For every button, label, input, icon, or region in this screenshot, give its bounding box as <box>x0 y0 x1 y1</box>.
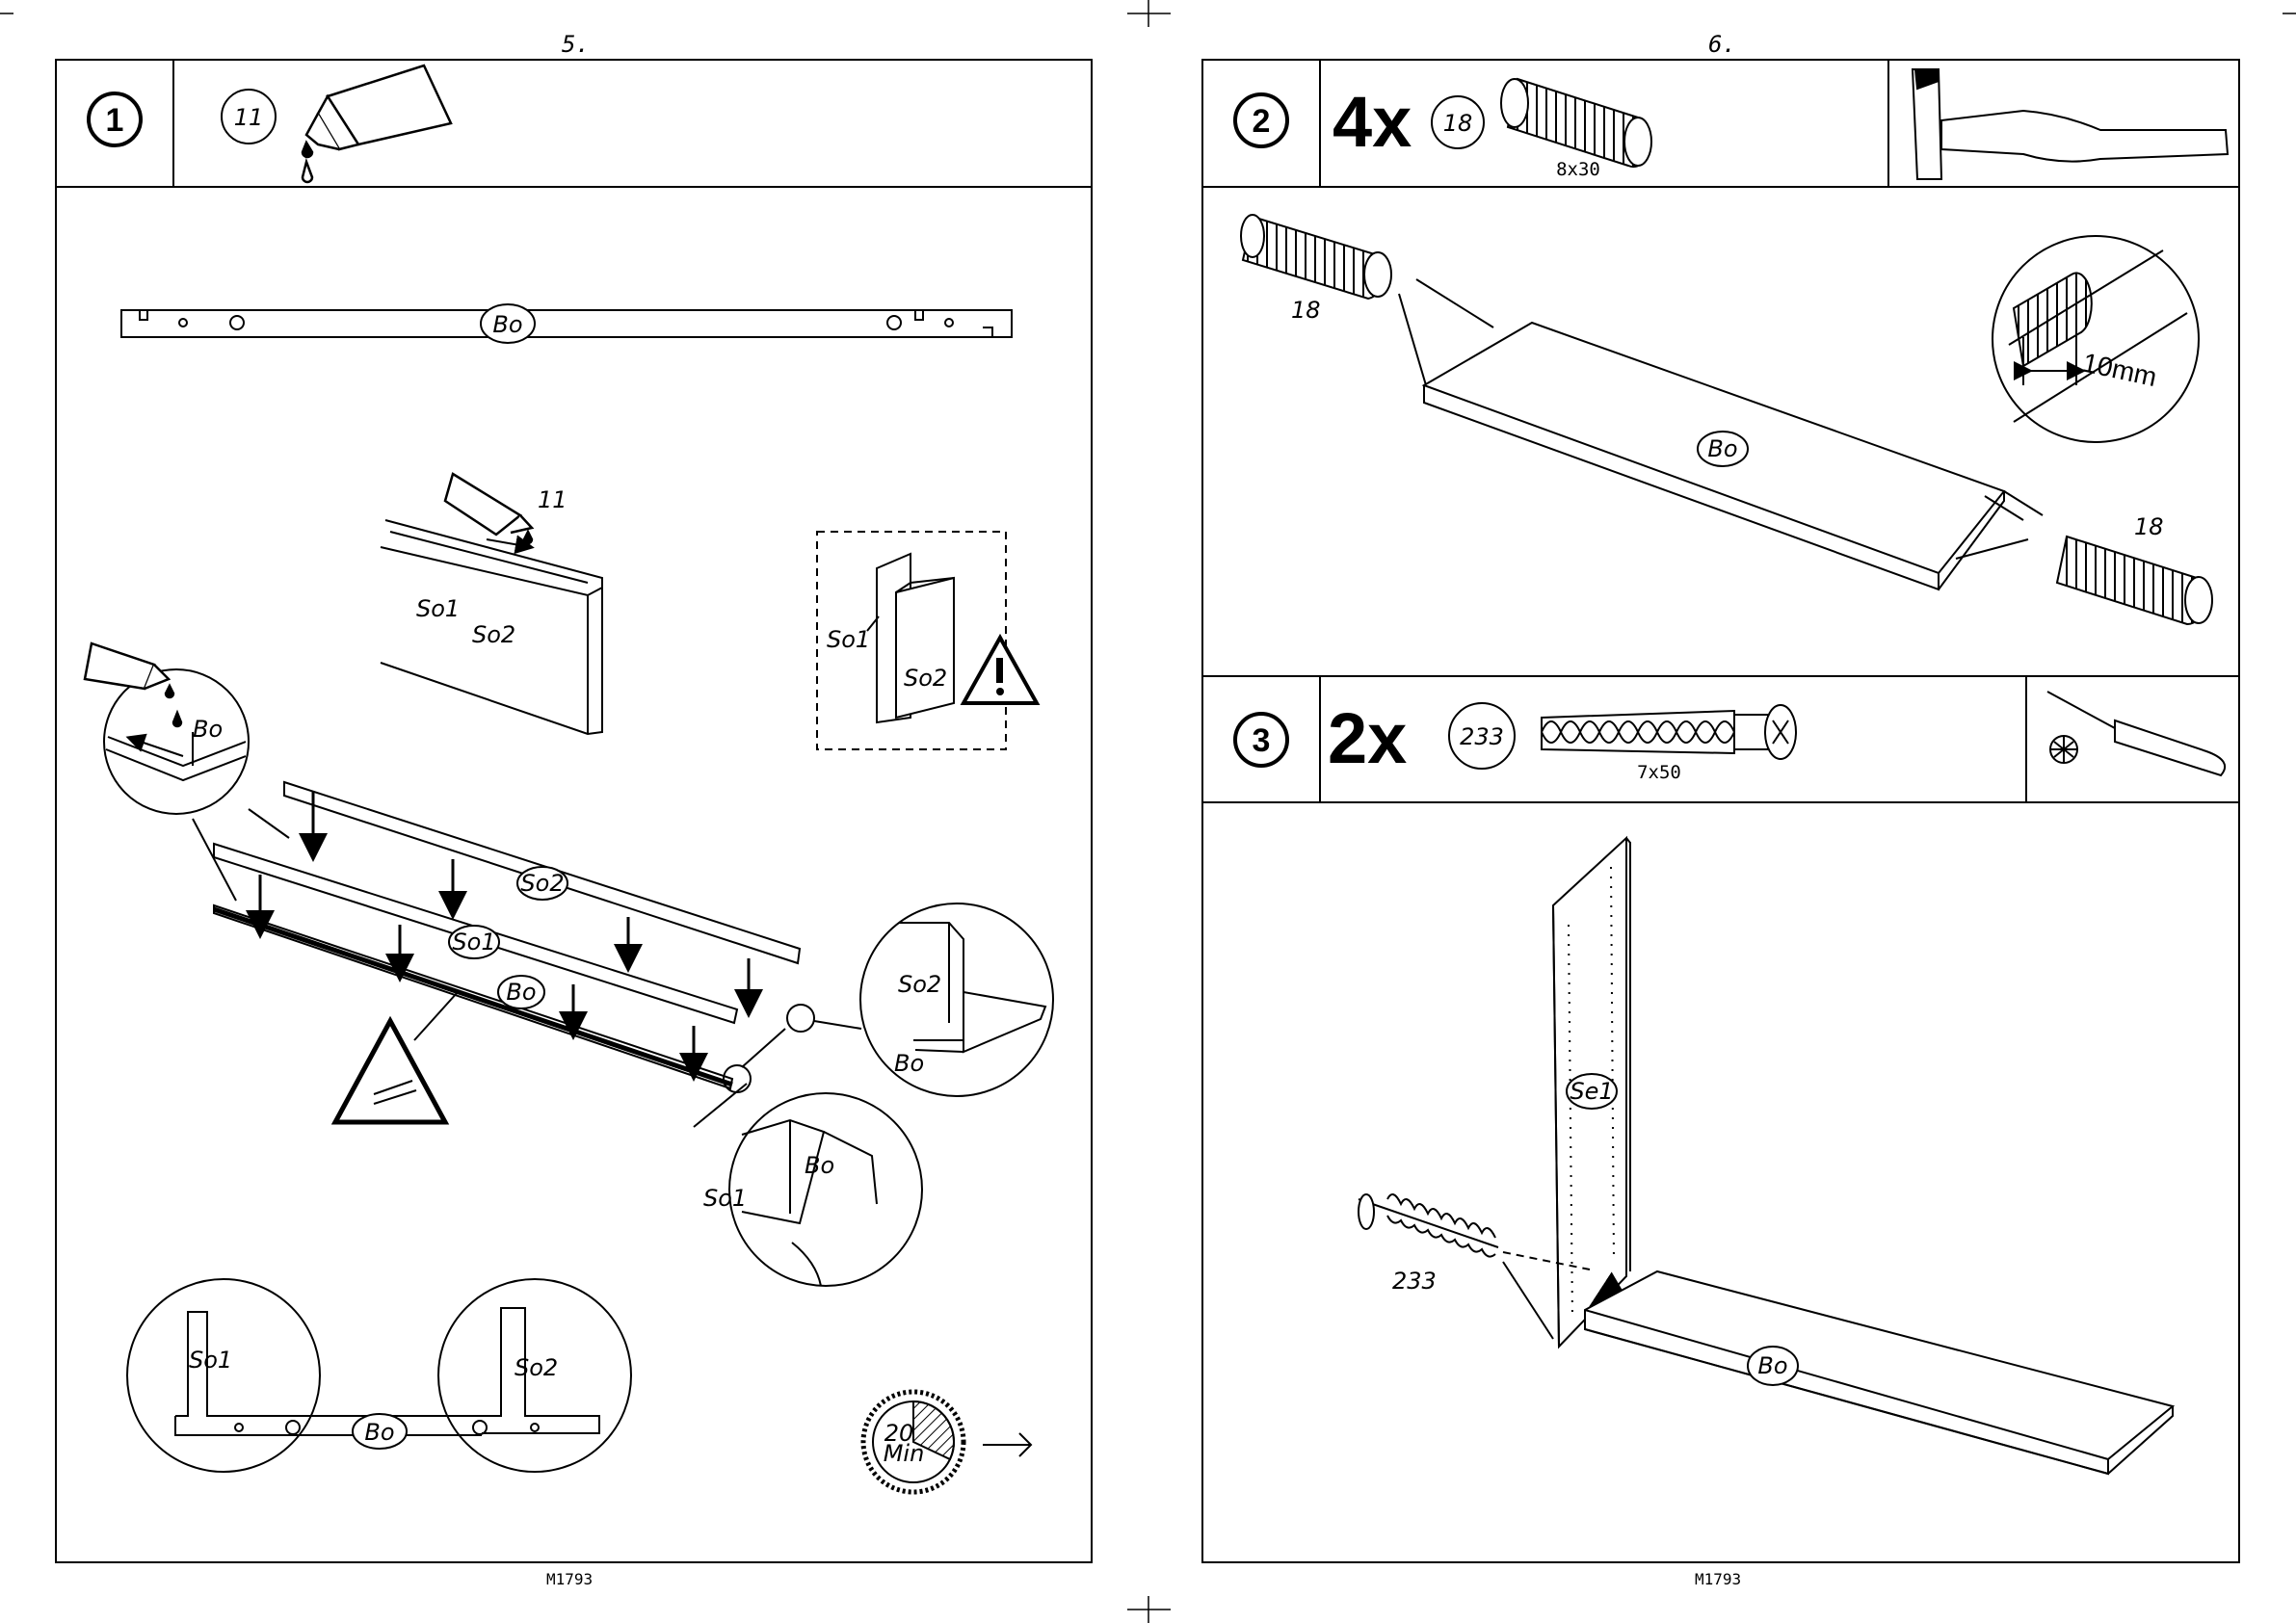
timer-icon: 20 Min <box>863 1392 963 1492</box>
step-number-badge: 3 <box>1235 714 1287 766</box>
part-badge: Bo <box>1748 1347 1798 1385</box>
bottom-panel <box>1585 1271 2173 1474</box>
part-label-bo: Bo <box>492 311 522 338</box>
part-badge: Bo <box>498 976 544 1008</box>
step-number-badge: 1 <box>89 93 141 145</box>
part-label-so1: So1 <box>416 595 460 622</box>
down-arrows <box>260 792 749 1067</box>
screw-icon <box>1542 705 1796 759</box>
part-label-so1: So1 <box>827 626 870 653</box>
svg-text:Bo: Bo <box>1757 1352 1787 1379</box>
part-label-bo: Bo <box>894 1050 924 1077</box>
quantity: 2x <box>1328 698 1407 778</box>
svg-text:18: 18 <box>1443 110 1473 137</box>
screw-size: 7x50 <box>1637 762 1681 783</box>
glue-tube-icon <box>445 474 532 543</box>
svg-text:11: 11 <box>234 104 264 131</box>
svg-text:Bo: Bo <box>506 979 536 1006</box>
step-number-badge: 2 <box>1235 94 1287 146</box>
part-label-bo: Bo <box>193 716 223 743</box>
footer-code: M1793 <box>546 1570 593 1588</box>
svg-text:233: 233 <box>1460 723 1504 750</box>
page-number: 5. <box>562 31 590 58</box>
svg-text:Bo: Bo <box>1707 435 1737 462</box>
bottom-panel-top-view <box>121 304 1012 343</box>
glue-label: 11 <box>538 486 567 513</box>
part-label-bo: Bo <box>805 1152 834 1179</box>
svg-text:2: 2 <box>1253 103 1271 140</box>
svg-text:So2: So2 <box>520 870 564 897</box>
part-badge: 18 <box>1432 96 1484 148</box>
part-badge: 11 <box>222 90 276 144</box>
dowel-label: 18 <box>2134 513 2164 540</box>
part-badge: Bo <box>1698 432 1748 466</box>
screwdriver-icon <box>2047 692 2225 775</box>
svg-text:So1: So1 <box>452 929 495 955</box>
part-label-so2: So2 <box>898 971 941 998</box>
screw-label: 233 <box>1392 1268 1437 1295</box>
warning-triangle-icon <box>963 638 1037 703</box>
footer-code: M1793 <box>1695 1570 1741 1588</box>
part-label-so2: So2 <box>904 665 947 692</box>
part-label-bo: Bo <box>364 1419 394 1446</box>
dowel-size: 8x30 <box>1556 159 1600 180</box>
glue-tube-icon <box>303 65 451 182</box>
screw-icon <box>1359 1194 1590 1339</box>
dowel-icon <box>1241 215 1391 299</box>
page-number: 6. <box>1708 31 1736 58</box>
part-label-so2: So2 <box>515 1354 558 1381</box>
part-badge: 233 <box>1449 703 1515 769</box>
part-label-so1: So1 <box>189 1347 232 1374</box>
hammer-icon <box>1913 69 2228 179</box>
glue-detail-circle <box>104 669 249 814</box>
warning-triangle-icon <box>335 992 458 1122</box>
dowel-label: 18 <box>1291 297 1321 324</box>
part-badge: So2 <box>517 867 567 900</box>
depth-detail-circle <box>1993 236 2199 442</box>
part-label-so1: So1 <box>703 1185 747 1212</box>
svg-text:3: 3 <box>1253 722 1271 759</box>
svg-text:Se1: Se1 <box>1570 1078 1613 1105</box>
part-badge: Se1 <box>1567 1074 1617 1109</box>
quantity: 4x <box>1333 82 1412 162</box>
svg-text:Min: Min <box>884 1440 925 1467</box>
part-label-so2: So2 <box>472 621 515 648</box>
svg-text:1: 1 <box>106 102 124 139</box>
dowel-icon <box>1501 79 1651 167</box>
arrow-right-icon <box>983 1433 1031 1456</box>
dowel-icon <box>2057 537 2212 624</box>
part-badge: So1 <box>449 926 499 958</box>
